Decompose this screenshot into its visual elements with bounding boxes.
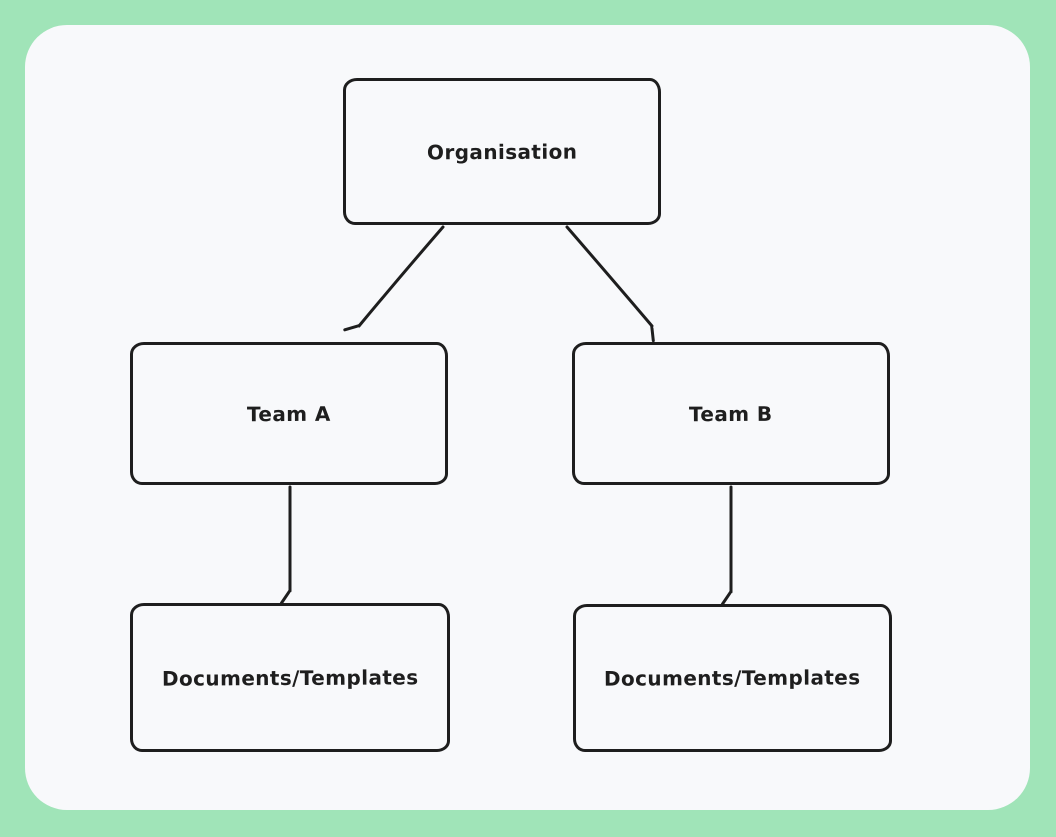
node-team-a[interactable]: Team A <box>130 342 448 485</box>
node-documents-templates-a[interactable]: Documents/Templates <box>130 603 450 752</box>
node-organisation-label: Organisation <box>426 139 578 164</box>
edge-org-teamB[interactable] <box>565 225 652 326</box>
node-documents-templates-b-label: Documents/Templates <box>604 665 861 691</box>
diagram-canvas[interactable] <box>25 25 1030 810</box>
node-team-b-label: Team B <box>689 401 773 426</box>
node-organisation[interactable]: Organisation <box>343 78 661 225</box>
edge-org-teamA[interactable] <box>359 225 445 326</box>
node-team-b[interactable]: Team B <box>572 342 890 485</box>
node-team-a-label: Team A <box>247 401 331 426</box>
node-documents-templates-b[interactable]: Documents/Templates <box>573 604 892 752</box>
node-documents-templates-a-label: Documents/Templates <box>161 664 419 691</box>
